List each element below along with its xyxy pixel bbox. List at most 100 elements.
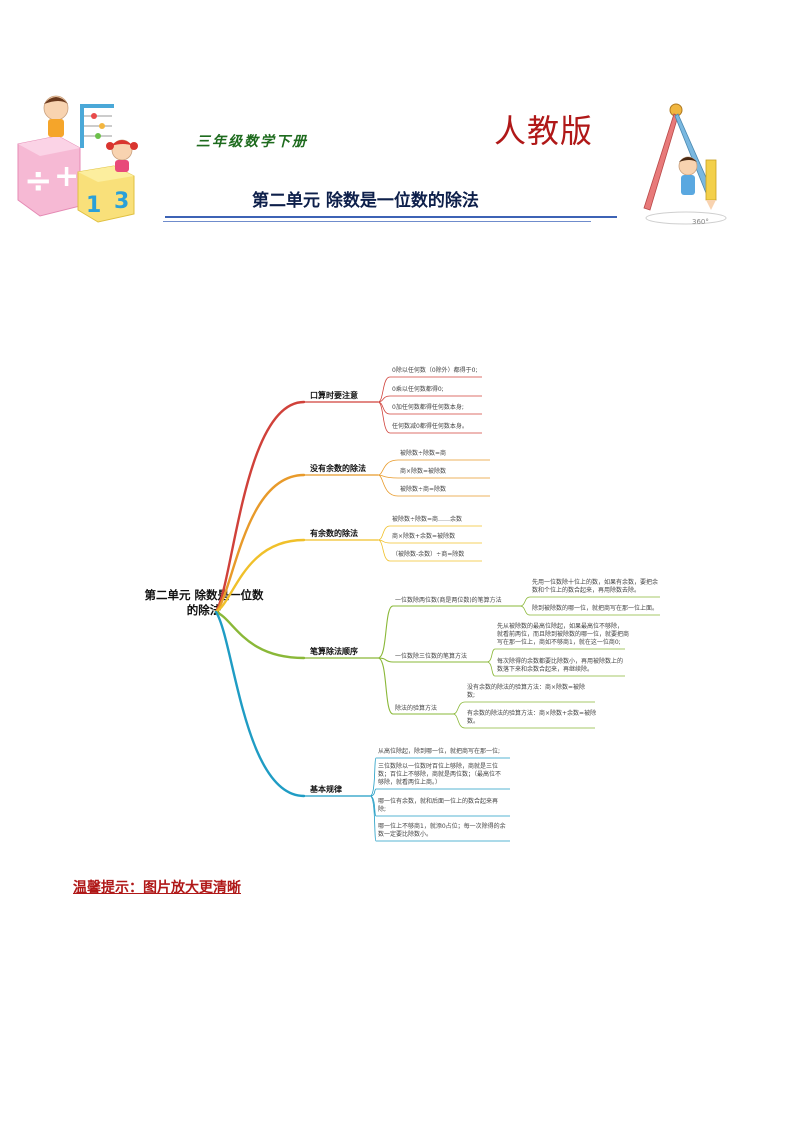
- leaf-item: 任何数减0都得任何数本身。: [392, 422, 468, 430]
- grade-label: 三年级数学下册: [196, 134, 308, 150]
- edition-label: 人教版: [494, 112, 594, 150]
- branch-connector: [214, 473, 306, 614]
- leaf-item: 0乘以任何数都得0;: [392, 385, 444, 393]
- leaf-item-line: 数落下来和余数合起来，再继续除。: [497, 665, 593, 673]
- branch-connector: [214, 538, 306, 614]
- leaf-item-line: 除;: [378, 805, 386, 813]
- leaf-item-line: 商×除数=被除数: [400, 467, 446, 475]
- branch-label-line: 基本规律: [309, 784, 342, 794]
- leaf-item-line: 数；百位上不够除，商就是两位数；（最高位不: [378, 770, 501, 778]
- leaf-item: 被除数÷除数=商: [400, 449, 446, 457]
- branch-label: 有余数的除法: [310, 528, 358, 538]
- leaf-item-line: 0除以任何数（0除外）都得于0;: [392, 366, 477, 374]
- leaf-connector: [377, 401, 391, 434]
- leaf-item: 商×除数=被除数: [400, 467, 446, 475]
- sub-branch-label-line: 一位数除三位数的笔算方法: [395, 652, 467, 660]
- sub-branch-label-line: 除法的验算方法: [395, 704, 437, 712]
- leaf-item: （被除数-余数）÷商=除数: [392, 550, 464, 558]
- sub-connector: [377, 657, 394, 715]
- svg-text:÷: ÷: [24, 161, 53, 201]
- leaf-item: 从高位除起，除到哪一位，就把商写在那一位;: [378, 747, 500, 755]
- leaf-item: 每次除得的余数都要比除数小，再用被除数上的数落下来和余数合起来，再继续除。: [497, 657, 623, 673]
- leaf-connector: [452, 713, 466, 729]
- sub-branch-label-line: 一位数除两位数(商是两位数)的笔算方法: [395, 596, 502, 604]
- branch-connector: [214, 400, 306, 614]
- leaf-item: 有余数的除法的验算方法：商×除数+余数=被除数。: [467, 709, 596, 725]
- sub-connector: [377, 657, 394, 663]
- branch-label: 没有余数的除法: [310, 463, 366, 473]
- unit-title: 第二单元 除数是一位数的除法: [252, 191, 479, 211]
- leaf-item: 先从被除数的最高位除起，如果最高位不够除，就看前两位，而且除到被除数的哪一位，就…: [497, 622, 629, 646]
- svg-text:3: 3: [114, 189, 129, 214]
- leaf-item-line: 商×除数+余数=被除数: [392, 532, 455, 540]
- header-rule-thin: [163, 221, 591, 222]
- leaf-item: 没有余数的除法的验算方法：商×除数=被除数;: [467, 683, 585, 699]
- branch-connector: [214, 610, 306, 798]
- leaf-connector: [369, 795, 377, 842]
- leaf-item-line: 先从被除数的最高位除起，如果最高位不够除，: [497, 622, 623, 630]
- leaf-item-line: 0乘以任何数都得0;: [392, 385, 444, 393]
- leaf-connector: [377, 376, 391, 403]
- compass-pencil-child-illustration: 360°: [643, 103, 727, 226]
- leaf-item-line: 每次除得的余数都要比除数小，再用被除数上的: [497, 657, 623, 665]
- leaf-connector: [519, 605, 531, 616]
- branch-label-line: 有余数的除法: [310, 528, 358, 538]
- branch-label: 基本规律: [309, 784, 342, 794]
- leaf-item-line: 除到被除数的哪一位，就把商写在那一位上面。: [532, 604, 658, 612]
- header-rule: [165, 216, 617, 218]
- leaf-item-line: 三位数除以一位数时百位上够除，商就是三位: [378, 762, 498, 770]
- leaf-connector: [377, 395, 391, 403]
- sub-connector: [377, 605, 394, 659]
- sub-branch-label: 一位数除三位数的笔算方法: [395, 652, 467, 660]
- leaf-item-line: 数。: [467, 717, 479, 725]
- sub-branch-label: 除法的验算方法: [395, 704, 437, 712]
- leaf-item: 除到被除数的哪一位，就把商写在那一位上面。: [532, 604, 658, 612]
- zoom-tip: 温馨提示：图片放大更清晰: [73, 880, 241, 896]
- leaf-item-line: （被除数-余数）÷商=除数: [392, 550, 464, 558]
- leaf-connector: [377, 474, 399, 497]
- leaf-connector: [486, 648, 496, 663]
- leaf-connector: [377, 459, 399, 476]
- leaf-connector: [369, 795, 377, 817]
- branch-label: 口算时要注意: [310, 390, 358, 400]
- leaf-item: 哪一位上不够商1，就添0占位；每一次除得的余数一定要比除数小。: [378, 822, 506, 838]
- leaf-item: 商×除数+余数=被除数: [392, 532, 455, 540]
- center-topic-line: 的除法: [187, 603, 222, 617]
- leaf-item-line: 被除数÷除数=商……余数: [392, 515, 462, 523]
- leaf-item-line: 从高位除起，除到哪一位，就把商写在那一位;: [378, 747, 500, 755]
- sub-branch-label: 一位数除两位数(商是两位数)的笔算方法: [395, 596, 502, 604]
- leaf-item: 0除以任何数（0除外）都得于0;: [392, 366, 477, 374]
- leaf-item-line: 写在那一位上，商如不够商1，就在这一位商0;: [497, 638, 621, 646]
- branch-label-line: 笔算除法顺序: [310, 646, 358, 656]
- leaf-item-line: 数和个位上的数合起来，再用除数去除。: [532, 586, 640, 594]
- leaf-connector: [377, 539, 391, 562]
- leaf-item: 哪一位有余数，就和后面一位上的数合起来再除;: [378, 797, 498, 813]
- branch-label-line: 口算时要注意: [310, 390, 358, 400]
- svg-text:+: +: [54, 159, 79, 194]
- svg-text:360°: 360°: [692, 218, 709, 226]
- branch-label-line: 没有余数的除法: [310, 463, 366, 473]
- leaf-item-line: 够除，就看两位上商。）: [378, 778, 441, 786]
- leaf-item-line: 哪一位有余数，就和后面一位上的数合起来再: [378, 797, 498, 805]
- leaf-item: 0加任何数都得任何数本身;: [392, 403, 464, 411]
- svg-text:1: 1: [86, 193, 101, 218]
- leaf-connector: [486, 661, 496, 677]
- leaf-item: 先用一位数除十位上的数，如果有余数，要把余数和个位上的数合起来，再用除数去除。: [532, 578, 658, 594]
- leaf-connector: [377, 525, 391, 541]
- leaf-item: 被除数÷商=除数: [400, 485, 446, 493]
- leaf-connector: [369, 757, 377, 797]
- leaf-item-line: 被除数÷商=除数: [400, 485, 446, 493]
- leaf-connector: [519, 596, 531, 607]
- leaf-item-line: 哪一位上不够商1，就添0占位；每一次除得的余: [378, 822, 506, 830]
- leaf-item-line: 数一定要比除数小。: [378, 830, 432, 838]
- leaf-item-line: 就看前两位，而且除到被除数的哪一位，就要把商: [497, 630, 629, 638]
- leaf-item: 三位数除以一位数时百位上够除，商就是三位数；百位上不够除，商就是两位数；（最高位…: [378, 762, 501, 786]
- branch-label: 笔算除法顺序: [310, 646, 358, 656]
- kids-math-blocks-illustration: ÷ + 1 3: [17, 95, 138, 223]
- center-topic-line: 第二单元 除数是一位数: [144, 588, 264, 602]
- leaf-item-line: 数;: [467, 691, 475, 699]
- leaf-item-line: 任何数减0都得任何数本身。: [392, 422, 468, 430]
- leaf-item-line: 先用一位数除十位上的数，如果有余数，要把余: [532, 578, 658, 586]
- leaf-item-line: 有余数的除法的验算方法：商×除数+余数=被除: [467, 709, 596, 717]
